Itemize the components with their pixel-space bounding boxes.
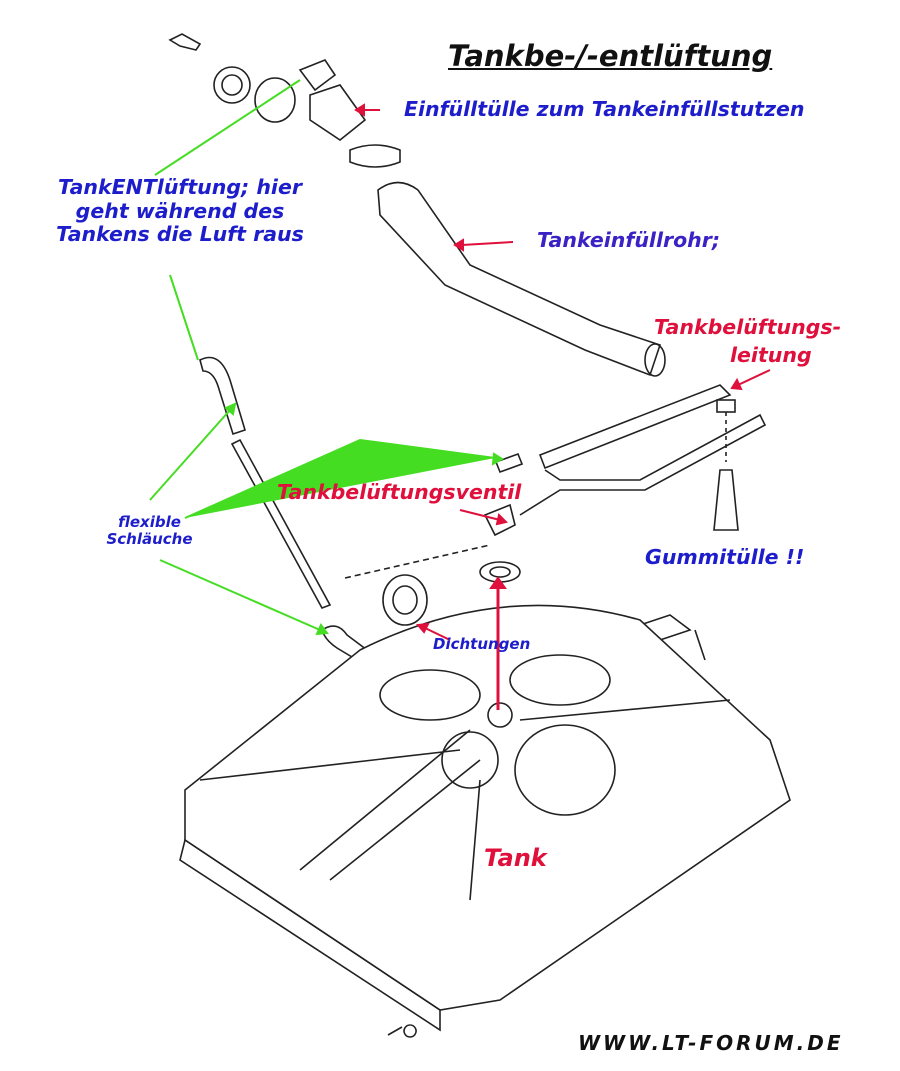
vent-pipe (538, 384, 732, 470)
tank-body (184, 604, 791, 1011)
label-tank-vent-line: geht während des (75, 198, 285, 223)
label-tank: Tank (484, 844, 547, 872)
label-vent-valve: Tankbelüftungsventil (277, 480, 522, 504)
label-vent-pipe-2: leitung (730, 343, 812, 367)
label-vent-pipe: Tankbelüftungs- (654, 315, 842, 339)
label-hoses-line: flexible (118, 513, 181, 531)
label-filler-pipe: Tankeinfüllrohr; (537, 228, 721, 252)
label-tank-vent: TankENTlüftung; hier geht während des Ta… (20, 175, 340, 247)
filler-pipe (377, 181, 662, 377)
label-filler-neck: Einfülltülle zum Tankeinfüllstutzen (404, 97, 805, 121)
label-hoses-line: Schläuche (106, 530, 193, 549)
label-flexible-hoses: flexible Schläuche (92, 513, 207, 549)
diagram-title: Tankbe-/-entlüftung (448, 39, 773, 73)
label-tank-vent-line: TankENTlüftung; hier (58, 175, 302, 199)
rubber-grommet (713, 469, 739, 531)
label-seals: Dichtungen (433, 635, 531, 653)
watermark: WWW.LT-FORUM.DE (578, 1031, 844, 1055)
label-grommet: Gummitülle !! (645, 545, 805, 569)
filler-cap-parts (168, 33, 401, 168)
label-tank-vent-line: Tankens die Luft raus (56, 222, 304, 247)
